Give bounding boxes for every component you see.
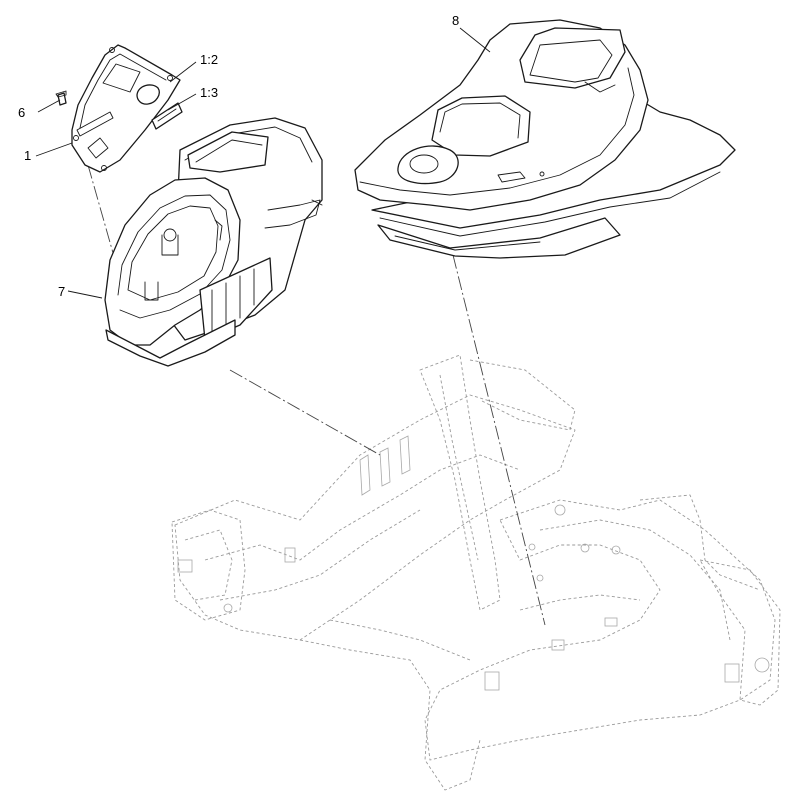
control-housing-part-7	[104, 117, 323, 367]
callout-6: 6	[18, 105, 25, 120]
callout-1-2: 1:2	[200, 52, 218, 67]
console-cover-part-8	[354, 19, 736, 259]
callout-8: 8	[452, 13, 459, 28]
knob-part-1-2	[136, 84, 160, 105]
callout-1: 1	[24, 148, 31, 163]
cover-plate-part-1	[55, 44, 183, 173]
callout-1-3: 1:3	[200, 85, 218, 100]
assembly-lines	[87, 164, 546, 626]
chassis-frame	[171, 354, 781, 791]
callout-7: 7	[58, 284, 65, 299]
leader-lines	[35, 27, 491, 299]
bolt-part-6	[57, 92, 67, 106]
